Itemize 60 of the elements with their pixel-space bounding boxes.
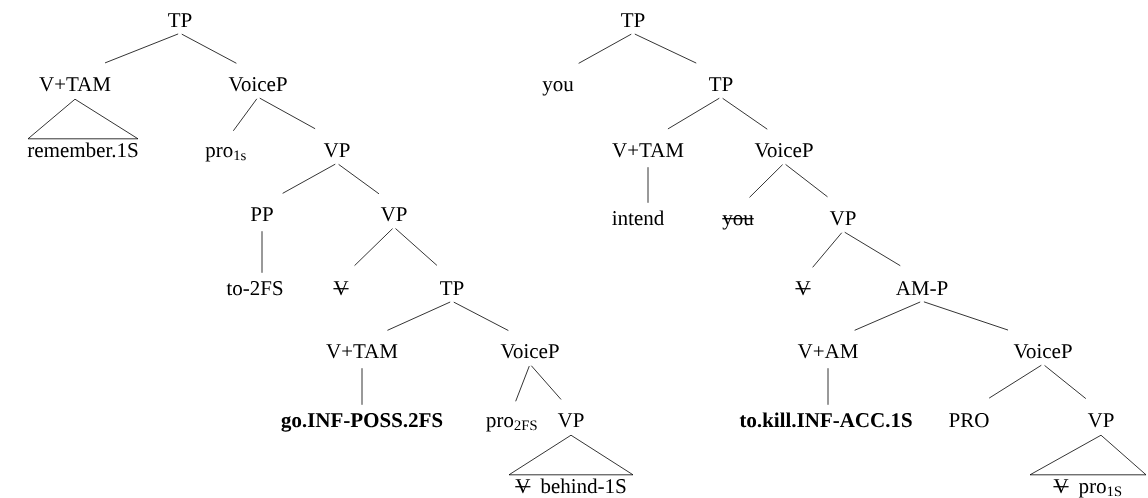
tree-label: VoiceP bbox=[228, 77, 287, 92]
tree-label: V+AM bbox=[797, 344, 858, 359]
branch-line bbox=[104, 33, 179, 64]
branch-line bbox=[453, 301, 509, 331]
triangle-roof bbox=[1029, 434, 1147, 476]
branch-line bbox=[354, 228, 393, 266]
tree-label: TP bbox=[440, 281, 464, 295]
branch-line bbox=[261, 230, 263, 274]
tree-label: pro$_{1s}$ bbox=[205, 147, 246, 162]
tree-label: V+TAM bbox=[612, 143, 684, 158]
branch-line bbox=[722, 97, 768, 130]
branch-line bbox=[395, 228, 438, 266]
tree-label: TP bbox=[621, 13, 645, 27]
branch-line bbox=[282, 163, 336, 194]
branch-line bbox=[387, 301, 451, 331]
tree-label: VP bbox=[829, 211, 856, 226]
tree-label: pro$_{2FS}$ bbox=[486, 417, 537, 432]
tree-label: to-2FS bbox=[226, 281, 283, 296]
branch-line bbox=[259, 97, 316, 130]
tree-label: VP bbox=[557, 413, 584, 428]
branch-line bbox=[854, 301, 921, 331]
branch-line bbox=[338, 164, 380, 195]
branch-line bbox=[232, 98, 258, 132]
tree-label: V+TAM bbox=[39, 77, 111, 92]
branch-line bbox=[361, 367, 363, 406]
branch-line bbox=[812, 232, 843, 268]
branch-line bbox=[749, 164, 783, 198]
tree-label: you bbox=[542, 81, 574, 96]
branch-line bbox=[923, 301, 1009, 331]
tree-label: V+TAM bbox=[326, 344, 398, 359]
gloss-text: go.INF-POSS.2FS bbox=[281, 413, 443, 432]
triangle-roof bbox=[27, 98, 139, 140]
gloss-text: to.kill.INF-ACC.1S bbox=[739, 412, 912, 428]
branch-line bbox=[578, 33, 632, 64]
triangle-roof bbox=[508, 434, 634, 476]
tree-label: PP bbox=[250, 207, 273, 221]
tree-label: PRO bbox=[949, 413, 989, 428]
branch-line bbox=[667, 97, 720, 130]
branch-line bbox=[988, 364, 1042, 399]
branch-line bbox=[827, 367, 829, 406]
tree-label: VP bbox=[380, 207, 407, 222]
tree-label: VP bbox=[1087, 413, 1114, 428]
tree-label: VP bbox=[323, 143, 350, 158]
tree-label: VoiceP bbox=[500, 344, 559, 359]
leaf-text: remember.1S bbox=[27, 142, 138, 158]
tree-label: VoiceP bbox=[1013, 344, 1072, 359]
tree-label: TP bbox=[709, 77, 733, 91]
tree-label: you bbox=[721, 215, 755, 230]
branch-line bbox=[515, 365, 530, 402]
tree-label: TP bbox=[168, 13, 192, 27]
branch-line bbox=[785, 164, 828, 198]
branch-line bbox=[634, 33, 697, 64]
branch-line bbox=[1044, 365, 1087, 399]
branch-line bbox=[844, 231, 901, 267]
branch-line bbox=[647, 166, 649, 204]
tree-label: VoiceP bbox=[754, 143, 813, 158]
branch-line bbox=[530, 365, 562, 400]
branch-line bbox=[181, 33, 237, 64]
tree-label: intend bbox=[612, 210, 664, 226]
tree-label: AM-P bbox=[895, 281, 948, 295]
